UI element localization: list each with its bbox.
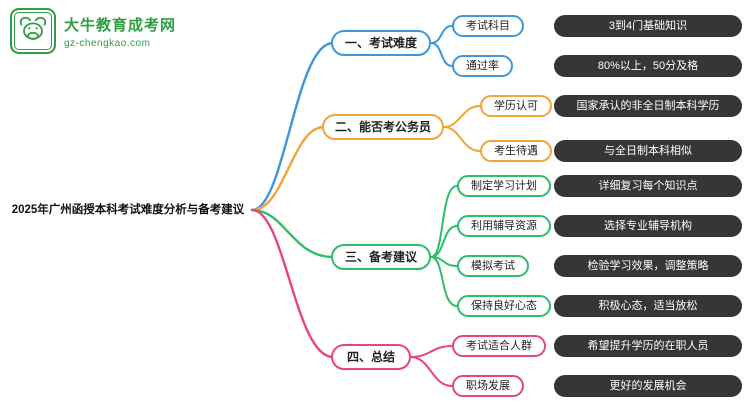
item-value[interactable]: 选择专业辅导机构 <box>554 215 742 237</box>
branch-exam-difficulty[interactable]: 一、考试难度 <box>331 30 431 56</box>
item-value[interactable]: 更好的发展机会 <box>554 375 742 397</box>
item-row: 考生待遇 与全日制本科相似 <box>480 140 742 162</box>
item-value[interactable]: 3到4门基础知识 <box>554 15 742 37</box>
branch-summary[interactable]: 四、总结 <box>331 344 411 370</box>
item-row: 制定学习计划 详细复习每个知识点 <box>457 175 742 197</box>
item-row: 考试适合人群 希望提升学历的在职人员 <box>452 335 742 357</box>
root-node[interactable]: 2025年广州函授本科考试难度分析与备考建议 <box>11 204 245 216</box>
item-label[interactable]: 通过率 <box>452 55 513 77</box>
bull-logo-icon <box>10 8 56 54</box>
branch-civil-service[interactable]: 二、能否考公务员 <box>322 114 444 140</box>
item-value[interactable]: 详细复习每个知识点 <box>554 175 742 197</box>
site-logo[interactable]: 大牛教育成考网 gz-chengkao.com <box>10 8 176 54</box>
item-row: 学历认可 国家承认的非全日制本科学历 <box>480 95 742 117</box>
item-value[interactable]: 积极心态，适当放松 <box>554 295 742 317</box>
logo-url: gz-chengkao.com <box>64 37 151 49</box>
logo-title: 大牛教育成考网 <box>64 16 177 34</box>
item-label[interactable]: 考试适合人群 <box>452 335 546 357</box>
item-label[interactable]: 保持良好心态 <box>457 295 551 317</box>
item-label[interactable]: 考生待遇 <box>480 140 552 162</box>
item-value[interactable]: 与全日制本科相似 <box>554 140 742 162</box>
item-label[interactable]: 职场发展 <box>452 375 524 397</box>
item-row: 考试科目 3到4门基础知识 <box>452 15 742 37</box>
item-label[interactable]: 利用辅导资源 <box>457 215 551 237</box>
item-row: 通过率 80%以上，50分及格 <box>452 55 742 77</box>
item-label[interactable]: 考试科目 <box>452 15 524 37</box>
item-label[interactable]: 制定学习计划 <box>457 175 551 197</box>
item-label[interactable]: 模拟考试 <box>457 255 529 277</box>
branch-prep-advice[interactable]: 三、备考建议 <box>331 244 431 270</box>
item-value[interactable]: 检验学习效果，调整策略 <box>554 255 742 277</box>
item-row: 保持良好心态 积极心态，适当放松 <box>457 295 742 317</box>
item-label[interactable]: 学历认可 <box>480 95 552 117</box>
item-value[interactable]: 国家承认的非全日制本科学历 <box>554 95 742 117</box>
item-row: 利用辅导资源 选择专业辅导机构 <box>457 215 742 237</box>
item-value[interactable]: 希望提升学历的在职人员 <box>554 335 742 357</box>
item-row: 模拟考试 检验学习效果，调整策略 <box>457 255 742 277</box>
item-value[interactable]: 80%以上，50分及格 <box>554 55 742 77</box>
item-row: 职场发展 更好的发展机会 <box>452 375 742 397</box>
logo-text: 大牛教育成考网 gz-chengkao.com <box>64 14 176 49</box>
